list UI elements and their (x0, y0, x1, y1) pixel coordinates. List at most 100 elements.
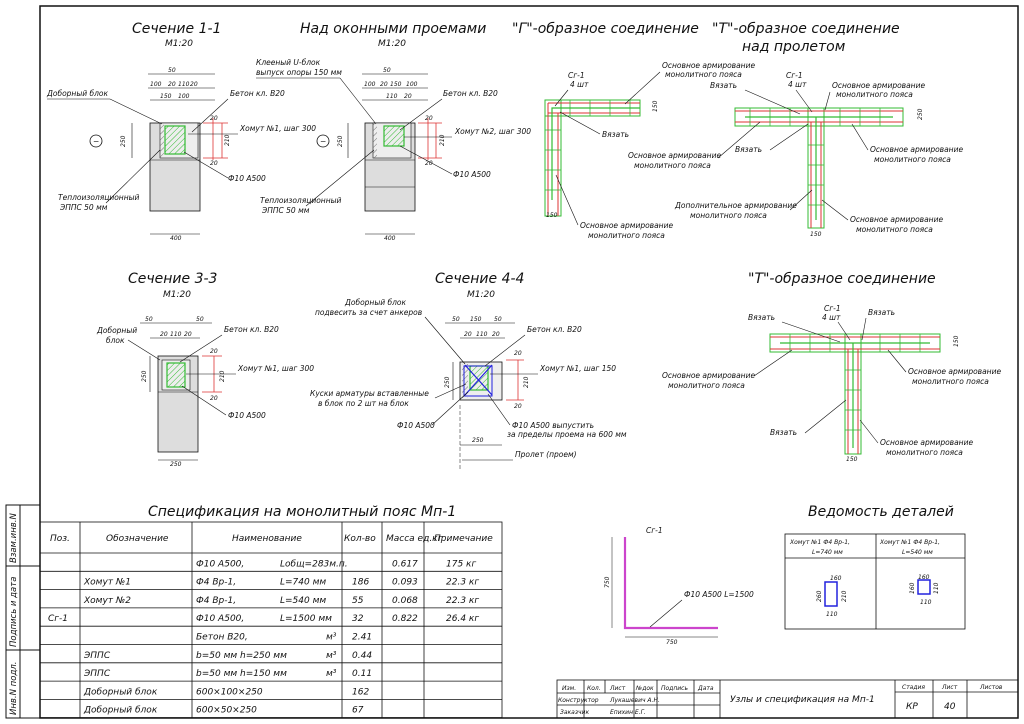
s44-phi-l: Ф10 А500 (397, 421, 435, 430)
t1-dop1: Дополнительное армирование (674, 201, 797, 210)
s44-d20b: 20 (514, 403, 522, 410)
side-podpis: Подпись и дата (9, 577, 19, 647)
s44-beton: Бетон кл. В20 (527, 325, 582, 334)
spec-cell-massa: 0.617 (392, 559, 418, 569)
snad-homut: Хомут №2, шаг 300 (454, 127, 531, 136)
s44-d250b: 250 (472, 437, 484, 444)
s11-beton: Бетон кл. В20 (230, 89, 285, 98)
spec-cell-naim: Ф4 Вр-1, (196, 578, 236, 588)
s33-d20b: 20 (210, 395, 218, 402)
snad-dim: 50 (383, 67, 391, 74)
spec-cell-prim: 26.4 кг (446, 614, 479, 624)
t2-d150b: 150 (846, 456, 858, 463)
ved-c1-210: 210 (841, 590, 848, 602)
ved-col2a: Хомут №1 Ф4 Вр-1, (879, 539, 940, 546)
snad-d400: 400 (384, 235, 396, 242)
s44-d20a: 20 (514, 350, 522, 357)
ved-c2-110b: 110 (920, 599, 932, 606)
s44-dim: 20 (464, 331, 472, 338)
ved-c2-160b: 160 (909, 582, 916, 594)
spec-cell-naim: Ф10 А500, (196, 559, 244, 569)
vedomost-detalei: Ведомость деталей Хомут №1 Ф4 Вр-1, L=74… (784, 504, 966, 630)
s33-phi: Ф10 А500 (228, 411, 266, 420)
s44-homut: Хомут №1, шаг 150 (539, 364, 616, 373)
snad-dim: 110 (386, 93, 398, 100)
tb-listov: Листов (979, 684, 1003, 691)
ved-col1b: L=740 мм (812, 549, 843, 556)
g-sg: Сг-1 (568, 71, 585, 80)
spec-h-poz: Поз. (50, 534, 70, 544)
spec-cell-prim: 22.3 кг (446, 596, 479, 606)
spec-cell-kol: 55 (352, 596, 364, 606)
s33-dim: 50 (196, 316, 204, 323)
t1-osn3: Основное армирование (870, 145, 963, 154)
spec-cell-kol: 0.44 (352, 651, 372, 661)
spec-cell-massa: 0.822 (392, 614, 418, 624)
tb-stadiya: Стадия (902, 684, 925, 691)
tb-col: Изм. (562, 685, 576, 692)
s44-prolet: Пролет (проем) (515, 450, 577, 459)
snad-phi: Ф10 А500 (453, 170, 491, 179)
s11-dim: 100 (178, 93, 190, 100)
section-4-4: Сечение 4-4 М1:20 50 150 50 20 110 20 20… (310, 271, 627, 470)
snad-minus: − (320, 137, 326, 146)
snad-teplo2: ЭППС 50 мм (261, 206, 310, 215)
s11-d20b: 20 (210, 160, 218, 167)
s44-dim: 50 (494, 316, 502, 323)
spec-cell-kol: 32 (352, 614, 364, 624)
tb-stadiya-v: КР (906, 702, 918, 712)
t2-sg-n: 4 шт (822, 313, 841, 322)
g-osn2: Основное армирование (580, 221, 673, 230)
s33-dob2: блок (106, 336, 125, 345)
s44-dim: 50 (452, 316, 460, 323)
spec-cell-naim: Ф4 Вр-1, (196, 596, 236, 606)
s44-dob1: Доборный блок (344, 298, 407, 307)
t1-osn2b: монолитного пояса (634, 161, 711, 170)
spec-cell-massa: 0.093 (392, 578, 418, 588)
spec-cell-obozn: ЭППС (83, 651, 111, 661)
spec-cell-kol: 67 (352, 706, 364, 716)
s33-d210: 210 (219, 370, 226, 382)
t1-osn3b: монолитного пояса (874, 155, 951, 164)
s33-dim: 110 (170, 331, 182, 338)
spec-cell-massa: 0.068 (392, 596, 418, 606)
t1-osn2: Основное армирование (628, 151, 721, 160)
s44-kuski1: Куски арматуры вставленные (310, 389, 429, 398)
snad-dim: 20 (404, 93, 412, 100)
spec-cell-naim2: Lобщ=283м.п. (280, 559, 348, 569)
title-block: Изм. Кол. Лист №док Подпись Дата Констру… (556, 679, 1019, 719)
spec-cell-naim2: м³ (326, 669, 337, 679)
s33-dim: 20 (184, 331, 192, 338)
s11-dim: 110 (178, 81, 190, 88)
scale-section-3-3: М1:20 (163, 290, 191, 300)
snad-d210: 210 (439, 134, 446, 146)
s44-phi-r1: Ф10 А500 выпустить (512, 421, 594, 430)
sg1-phi: Ф10 А500 L=1500 (684, 590, 754, 599)
s33-d250: 250 (141, 370, 148, 382)
t1-sg-n: 4 шт (788, 80, 807, 89)
g-vyazat: Вязать (602, 130, 629, 139)
sheet-frame (39, 5, 1019, 719)
s44-dob2: подвесить за счет анкеров (315, 308, 422, 317)
spec-cell-prim: 22.3 кг (446, 578, 479, 588)
ved-c2-160: 160 (918, 574, 930, 581)
spec-cell-naim2: м³ (326, 651, 337, 661)
snad-teplo1: Теплоизоляционный (260, 196, 342, 205)
spec-h-massa: Масса ед.кг (386, 534, 443, 544)
snad-klee1: Клееный U-блок (256, 58, 321, 67)
ved-c1-260: 260 (816, 590, 823, 602)
g-d150b: 150 (546, 212, 558, 219)
snad-d20a: 20 (425, 115, 433, 122)
s33-dob1: Доборный (96, 326, 137, 335)
s33-d20a: 20 (210, 348, 218, 355)
section-3-3: Сечение 3-3 М1:20 50 20 110 20 50 20 20 … (96, 271, 314, 468)
g-d150a: 150 (652, 100, 659, 112)
spec-cell-naim2: L=740 мм (280, 578, 326, 588)
scale-section-4-4: М1:20 (467, 290, 495, 300)
t2-vyazat1: Вязать (748, 313, 775, 322)
sg1-d750v: 750 (604, 576, 611, 588)
snad-beton: Бетон кл. В20 (443, 89, 498, 98)
title-t-joint2: "Т"-образное соединение (748, 271, 936, 287)
spec-cell-obozn: Хомут №1 (83, 578, 131, 588)
